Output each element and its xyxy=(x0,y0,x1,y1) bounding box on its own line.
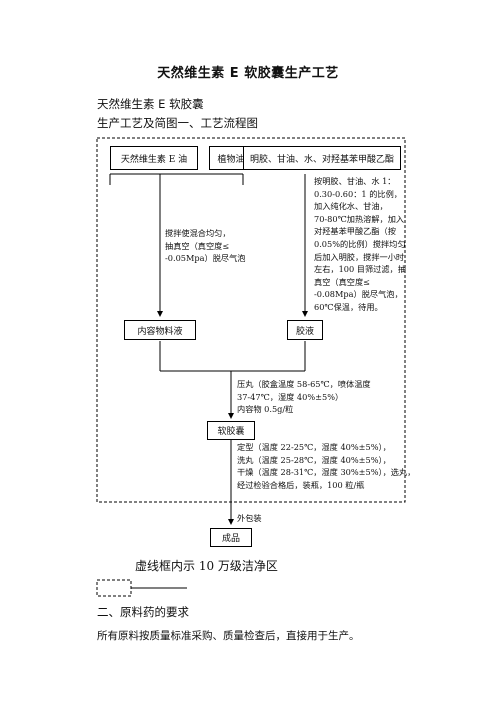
box-gelatin-materials: 明胶、甘油、水、对羟基苯甲酸乙酯 xyxy=(243,146,401,170)
note-gelatin-process: 按明胶、甘油、水 1： 0.30-0.60：1 的比例， 加入纯化水、甘油， 7… xyxy=(314,176,406,312)
legend-text: 虚线框内示 10 万级洁净区 xyxy=(135,559,278,573)
box-vitamin-e-oil: 天然维生素 E 油 xyxy=(110,146,198,170)
note-pressing: 压丸（胶盒温度 58-65℃，喷体温度 37-47℃，湿度 40%±5%） 内容… xyxy=(237,379,371,415)
legend-dashed-box xyxy=(96,579,132,597)
box-soft-capsule: 软胶囊 xyxy=(207,421,255,440)
document-title: 天然维生素 E 软胶囊生产工艺 xyxy=(157,66,339,81)
box-content-liquid: 内容物料液 xyxy=(124,320,196,340)
section2-body: 所有原料按质量标准采购、质量检查后，直接用于生产。 xyxy=(97,630,360,642)
box-finished-product: 成品 xyxy=(210,528,252,547)
clean-zone-border xyxy=(96,137,406,503)
section2-heading: 二、原料药的要求 xyxy=(97,605,189,619)
note-post-processing: 定型（温度 22-25℃，湿度 40%±5%）， 洗丸（温度 25-28℃，湿度… xyxy=(237,442,416,490)
section1-heading: 生产工艺及简图一、工艺流程图 xyxy=(97,116,258,130)
box-gelatin-liquid: 胶液 xyxy=(287,320,323,340)
product-name: 天然维生素 E 软胶囊 xyxy=(97,97,204,111)
note-mixing: 搅拌使混合均匀， 抽真空（真空度≤ -0.05Mpa）脱尽气泡 xyxy=(165,228,246,264)
note-packaging: 外包装 xyxy=(237,513,262,523)
